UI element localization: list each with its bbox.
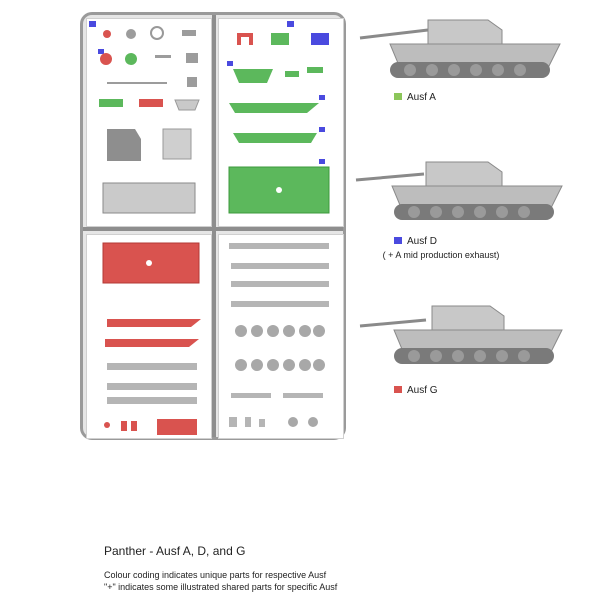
ausf-d-marker [319,127,325,132]
red-parts-group [102,242,201,435]
grey-part-rod [155,55,171,58]
grey-part-rear-hull [102,182,196,214]
grey-part-road-wheels [235,359,325,371]
red-part-round [100,53,112,65]
ausf-d-marker [287,21,294,27]
grey-part-road-wheels [235,325,325,337]
sprue-crossbar-vertical [212,15,216,437]
grey-part-small [182,30,196,36]
ausf-d-marker [227,61,233,66]
green-part-round [125,53,137,65]
legend-item-ausf-g: Ausf G [394,385,438,396]
ausf-d-marker [98,49,104,54]
grey-part-bracket [186,53,198,63]
ausf-d-marker [319,95,325,100]
red-part-bracket [237,33,253,45]
tank-ausf-d-image [355,161,563,220]
caption-line: "+" indicates some illustrated shared pa… [104,582,338,592]
grey-part-ring [150,26,164,40]
red-part-round [103,30,111,38]
legend-label: Ausf G [407,385,438,396]
sprue-panel-bottom-right [218,234,344,439]
red-part-hole [146,260,152,266]
grey-part-bracket [187,77,197,87]
model-sprue [80,12,346,440]
red-part-side-skirt [105,339,199,347]
green-part-small [285,71,299,77]
grey-part-antenna [107,82,167,84]
tank-ausf-g-image [359,305,563,364]
caption-line: Colour coding indicates unique parts for… [104,570,327,580]
page-title: Panther - Ausf A, D, and G [104,544,246,558]
red-part-side-skirt [107,319,201,327]
grey-part-wheel [308,417,318,427]
grey-part-small [229,417,237,427]
grey-part-hatch [162,128,192,160]
grey-part-track [107,363,197,370]
green-part-block [99,99,123,107]
green-part-side-skirt [229,103,319,113]
grey-part-track [231,281,329,287]
green-part-hole [276,187,282,193]
legend-item-ausf-a: Ausf A [394,92,436,103]
grey-part-small [259,419,265,427]
ausf-d-marker [89,21,96,27]
grey-part-wheel [288,417,298,427]
legend-swatch [394,386,402,393]
grey-part-track [231,301,329,307]
sprue-panel-bottom-left [86,234,212,439]
legend-note: ( + A mid production exhaust) [382,250,500,260]
sprue-panel-top-left [86,18,212,227]
red-part-small [121,421,127,431]
legend-swatch [394,93,402,100]
grey-part-track [107,383,197,390]
grey-part-track [231,263,329,269]
grey-parts-group [89,21,200,214]
grey-part-small [231,393,271,398]
green-part-bracket [271,33,289,45]
grey-part-small [283,393,323,398]
green-part-small [307,67,323,73]
grey-part-round [126,29,136,39]
red-part-small [104,422,110,428]
ausf-d-marker [319,159,325,164]
green-part-plate [233,69,273,83]
grey-part-small [245,417,251,427]
track-parts-group [229,243,329,427]
sprue-panel-top-right [218,18,344,227]
red-part-plate [157,419,197,435]
tank-ausf-a-image [359,19,561,78]
blue-part-bracket [311,33,329,45]
green-part-side-skirt [233,133,317,143]
legend-label: Ausf A [407,92,436,103]
green-parts-group [227,21,330,214]
red-part-block [139,99,163,107]
legend-label: Ausf D [407,236,438,247]
legend-item-ausf-d: Ausf D [394,236,437,247]
grey-part-track [107,397,197,404]
grey-part-track [229,243,329,249]
legend-swatch [394,237,402,244]
grey-part-plate [174,99,200,111]
red-part-small [131,421,137,431]
grey-part-mantlet [107,129,141,161]
